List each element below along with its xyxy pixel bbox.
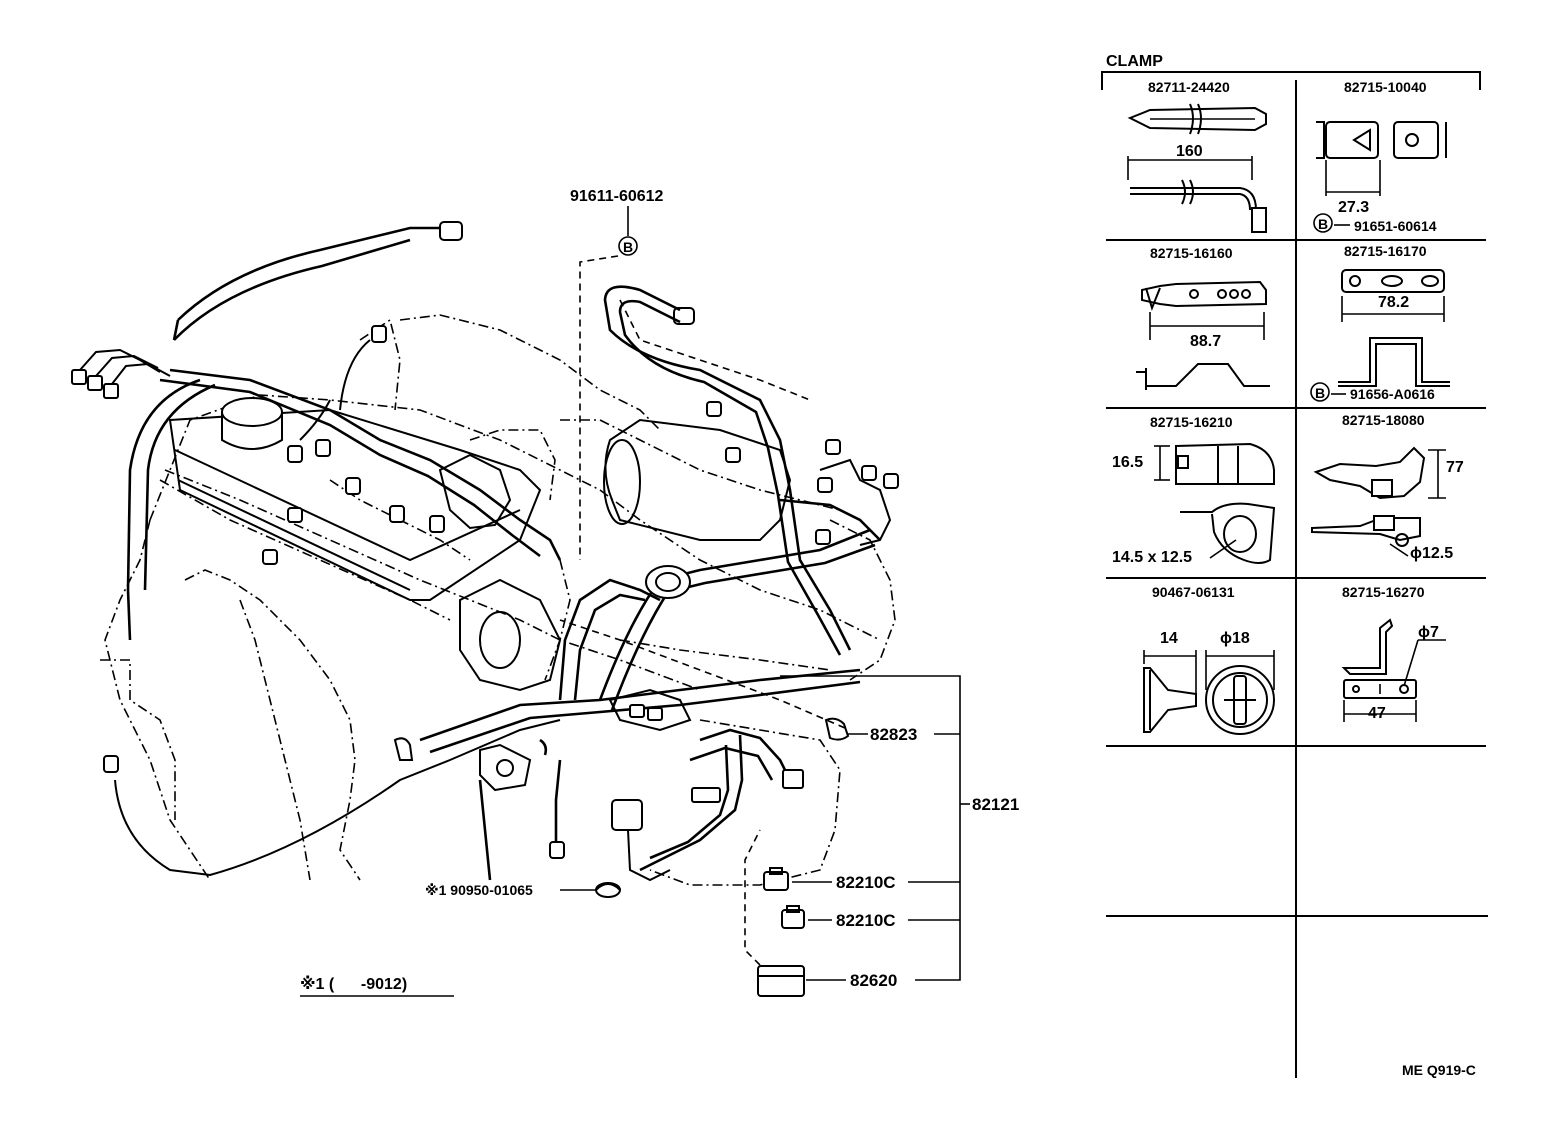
clamp-part-82715-18080[interactable]: 82715-18080 <box>1342 412 1425 428</box>
clamp-part-82715-16170[interactable]: 82715-16170 <box>1344 243 1427 259</box>
clamp-drawing-90467-06131 <box>1143 650 1275 735</box>
clamp-dim-78-2: 78.2 <box>1378 294 1409 311</box>
clamp-table: CLAMP <box>1101 53 1488 1078</box>
callout-90950-01065[interactable]: ※1 90950-01065 <box>425 882 533 898</box>
callout-91611-60612[interactable]: 91611-60612 <box>570 188 664 205</box>
callout-82210c-a[interactable]: 82210C <box>836 873 896 892</box>
clamp-dim-14-5x12-5: 14.5 x 12.5 <box>1112 549 1192 566</box>
clamp-drawing-82715-10040 <box>1313 121 1447 233</box>
clamp-drawing-82715-16160 <box>1136 280 1270 390</box>
clamp-part-90467-06131[interactable]: 90467-06131 <box>1152 584 1235 600</box>
clamp-dim-phi18: ϕ18 <box>1220 630 1250 647</box>
clamp-drawing-82711-24420 <box>1127 103 1267 233</box>
clamp-part-82715-10040[interactable]: 82715-10040 <box>1344 79 1427 95</box>
clamp-dim-160: 160 <box>1176 143 1203 160</box>
clamp-ref-91656-a0616[interactable]: 91656-A0616 <box>1350 386 1435 402</box>
engine-illustration <box>71 221 899 886</box>
clamp-part-82715-16160[interactable]: 82715-16160 <box>1150 245 1233 261</box>
clamp-dim-47: 47 <box>1368 705 1386 722</box>
small-parts <box>595 867 805 997</box>
clamp-ref-b-2: B <box>1315 385 1325 401</box>
clamp-dim-16-5: 16.5 <box>1112 454 1143 471</box>
clamp-part-82715-16270[interactable]: 82715-16270 <box>1342 584 1425 600</box>
clamp-dim-phi12-5: ϕ12.5 <box>1410 545 1453 562</box>
clamp-dim-phi7: ϕ7 <box>1418 624 1439 641</box>
clamp-drawing-82715-16210 <box>1154 442 1276 564</box>
clamp-drawing-82715-16270 <box>1341 618 1446 722</box>
clamp-table-title: CLAMP <box>1106 53 1163 70</box>
diagram-code: ME Q919-C <box>1402 1062 1476 1078</box>
clamp-ref-b-1: B <box>1318 216 1328 232</box>
clamp-dim-14: 14 <box>1160 630 1178 647</box>
clamp-dim-77: 77 <box>1446 459 1464 476</box>
clamp-dim-88-7: 88.7 <box>1190 333 1221 350</box>
clamp-drawing-82715-18080 <box>1311 446 1446 557</box>
callout-leaders <box>300 206 970 997</box>
callout-82620[interactable]: 82620 <box>850 971 897 990</box>
clamp-ref-91651-60614[interactable]: 91651-60614 <box>1354 218 1437 234</box>
callout-82823[interactable]: 82823 <box>870 725 917 744</box>
callout-82121[interactable]: 82121 <box>972 795 1019 814</box>
callout-82210c-b[interactable]: 82210C <box>836 911 896 930</box>
footnote: ※1 ( -9012) <box>300 975 407 993</box>
clamp-drawing-82715-16170 <box>1310 269 1450 402</box>
clamp-dim-27-3: 27.3 <box>1338 199 1369 216</box>
ref-mark-b: B <box>623 239 633 255</box>
clamp-part-82711-24420[interactable]: 82711-24420 <box>1148 79 1230 95</box>
clamp-part-82715-16210[interactable]: 82715-16210 <box>1150 414 1233 430</box>
